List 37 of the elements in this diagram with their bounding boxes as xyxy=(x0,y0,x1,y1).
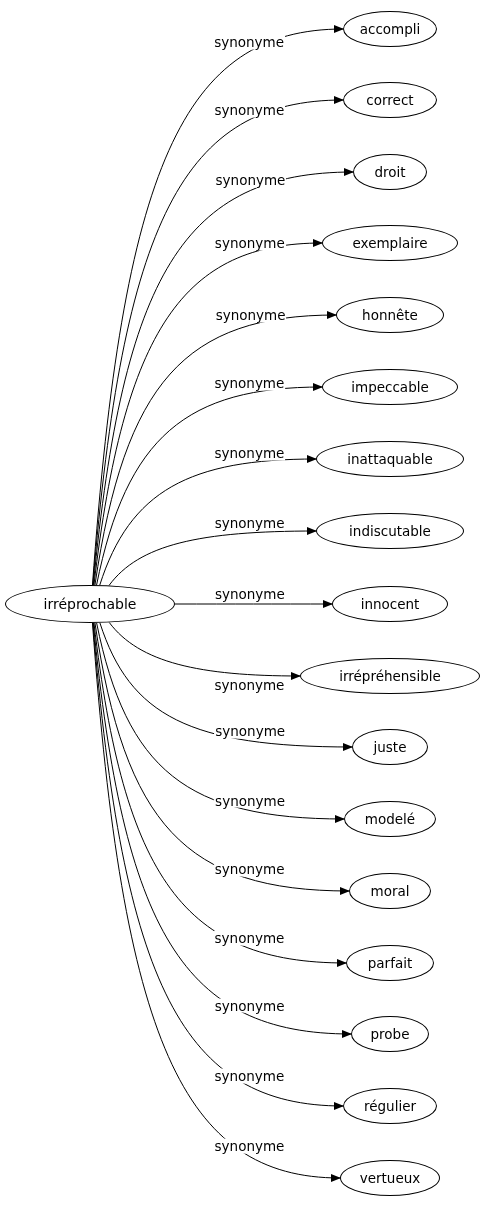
edge-label: synonyme xyxy=(213,1068,286,1084)
arrow xyxy=(108,527,317,586)
word-ellipse: correct xyxy=(343,82,437,118)
word-ellipse: exemplaire xyxy=(322,225,458,261)
arrow xyxy=(108,622,301,680)
edge-label: synonyme xyxy=(213,998,286,1014)
arrow xyxy=(94,622,350,895)
arrow xyxy=(99,622,353,751)
word-ellipse: vertueux xyxy=(340,1160,440,1196)
word-ellipse: inattaquable xyxy=(316,441,464,477)
word-ellipse: droit xyxy=(353,154,427,190)
arrow xyxy=(92,622,352,1038)
edge-label: synonyme xyxy=(213,1138,286,1154)
word-ellipse: moral xyxy=(349,873,431,909)
word-ellipse: indiscutable xyxy=(316,513,464,549)
word-ellipse: accompli xyxy=(343,11,437,47)
word-ellipse: modelé xyxy=(344,801,436,837)
arrow xyxy=(93,239,323,586)
arrow xyxy=(94,311,337,586)
word-ellipse: juste xyxy=(352,729,428,765)
arrow xyxy=(174,600,333,608)
word-ellipse: irrépréhensible xyxy=(300,658,480,694)
word-ellipse: parfait xyxy=(346,945,434,981)
word-ellipse: innocent xyxy=(332,586,448,622)
word-ellipse: régulier xyxy=(343,1088,437,1124)
arrow xyxy=(96,622,345,823)
word-ellipse: impeccable xyxy=(322,369,458,405)
word-ellipse: probe xyxy=(351,1016,429,1052)
arrow xyxy=(96,383,323,586)
word-ellipse: honnête xyxy=(336,297,444,333)
word-ellipse: irréprochable xyxy=(5,585,175,623)
edge-label: synonyme xyxy=(213,34,286,50)
arrow xyxy=(92,168,354,586)
arrow xyxy=(99,455,317,586)
arrow xyxy=(93,622,347,967)
edge-label: synonyme xyxy=(213,861,286,877)
edge-label: synonyme xyxy=(213,931,286,946)
